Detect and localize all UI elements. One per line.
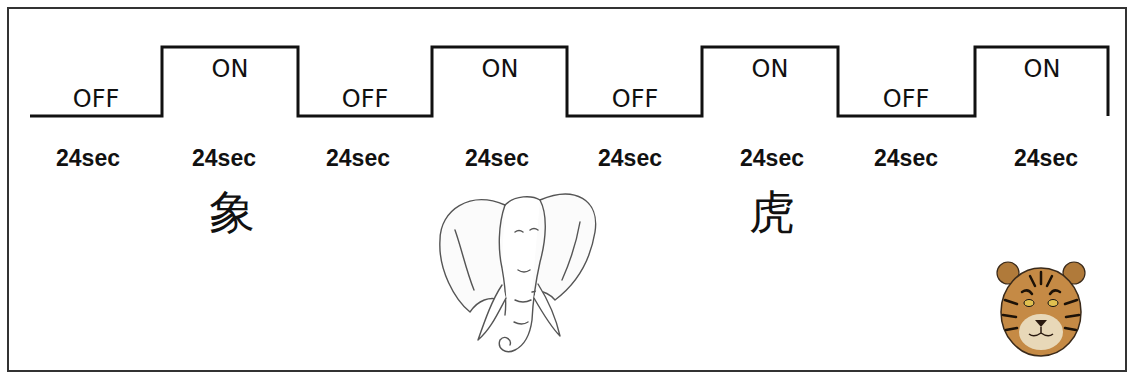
duration-label: 24sec xyxy=(1014,146,1078,171)
square-wave xyxy=(30,47,1108,116)
duration-label: 24sec xyxy=(192,146,256,171)
duration-label: 24sec xyxy=(326,146,390,171)
label-text: ON xyxy=(212,55,249,83)
state-label: OFF xyxy=(342,86,389,112)
frame-border xyxy=(8,8,1126,371)
character-label: 象 xyxy=(209,188,255,239)
duration-label: 24sec xyxy=(465,146,529,171)
state-label: ON xyxy=(212,56,249,82)
duration-label: 24sec xyxy=(56,146,120,171)
state-label: OFF xyxy=(73,86,120,112)
label-text: 24sec xyxy=(56,145,120,171)
label-text: 24sec xyxy=(465,145,529,171)
character-label: 虎 xyxy=(749,188,795,239)
label-text: OFF xyxy=(73,85,120,113)
tiger-drawing xyxy=(997,262,1085,356)
label-text: 24sec xyxy=(874,145,938,171)
label-text: OFF xyxy=(883,85,930,113)
label-text: ON xyxy=(482,55,519,83)
label-text: 24sec xyxy=(598,145,662,171)
label-text: 24sec xyxy=(1014,145,1078,171)
label-text: 24sec xyxy=(740,145,804,171)
duration-label: 24sec xyxy=(598,146,662,171)
state-label: ON xyxy=(1024,56,1061,82)
duration-label: 24sec xyxy=(740,146,804,171)
label-text: 24sec xyxy=(326,145,390,171)
state-label: ON xyxy=(752,56,789,82)
duration-label: 24sec xyxy=(874,146,938,171)
state-label: OFF xyxy=(612,86,659,112)
elephant-drawing xyxy=(440,194,596,352)
state-label: ON xyxy=(482,56,519,82)
label-text: ON xyxy=(1024,55,1061,83)
label-text: OFF xyxy=(342,85,389,113)
label-text: 象 xyxy=(209,187,255,238)
label-text: OFF xyxy=(612,85,659,113)
label-text: ON xyxy=(752,55,789,83)
label-text: 24sec xyxy=(192,145,256,171)
state-label: OFF xyxy=(883,86,930,112)
label-text: 虎 xyxy=(749,187,795,238)
